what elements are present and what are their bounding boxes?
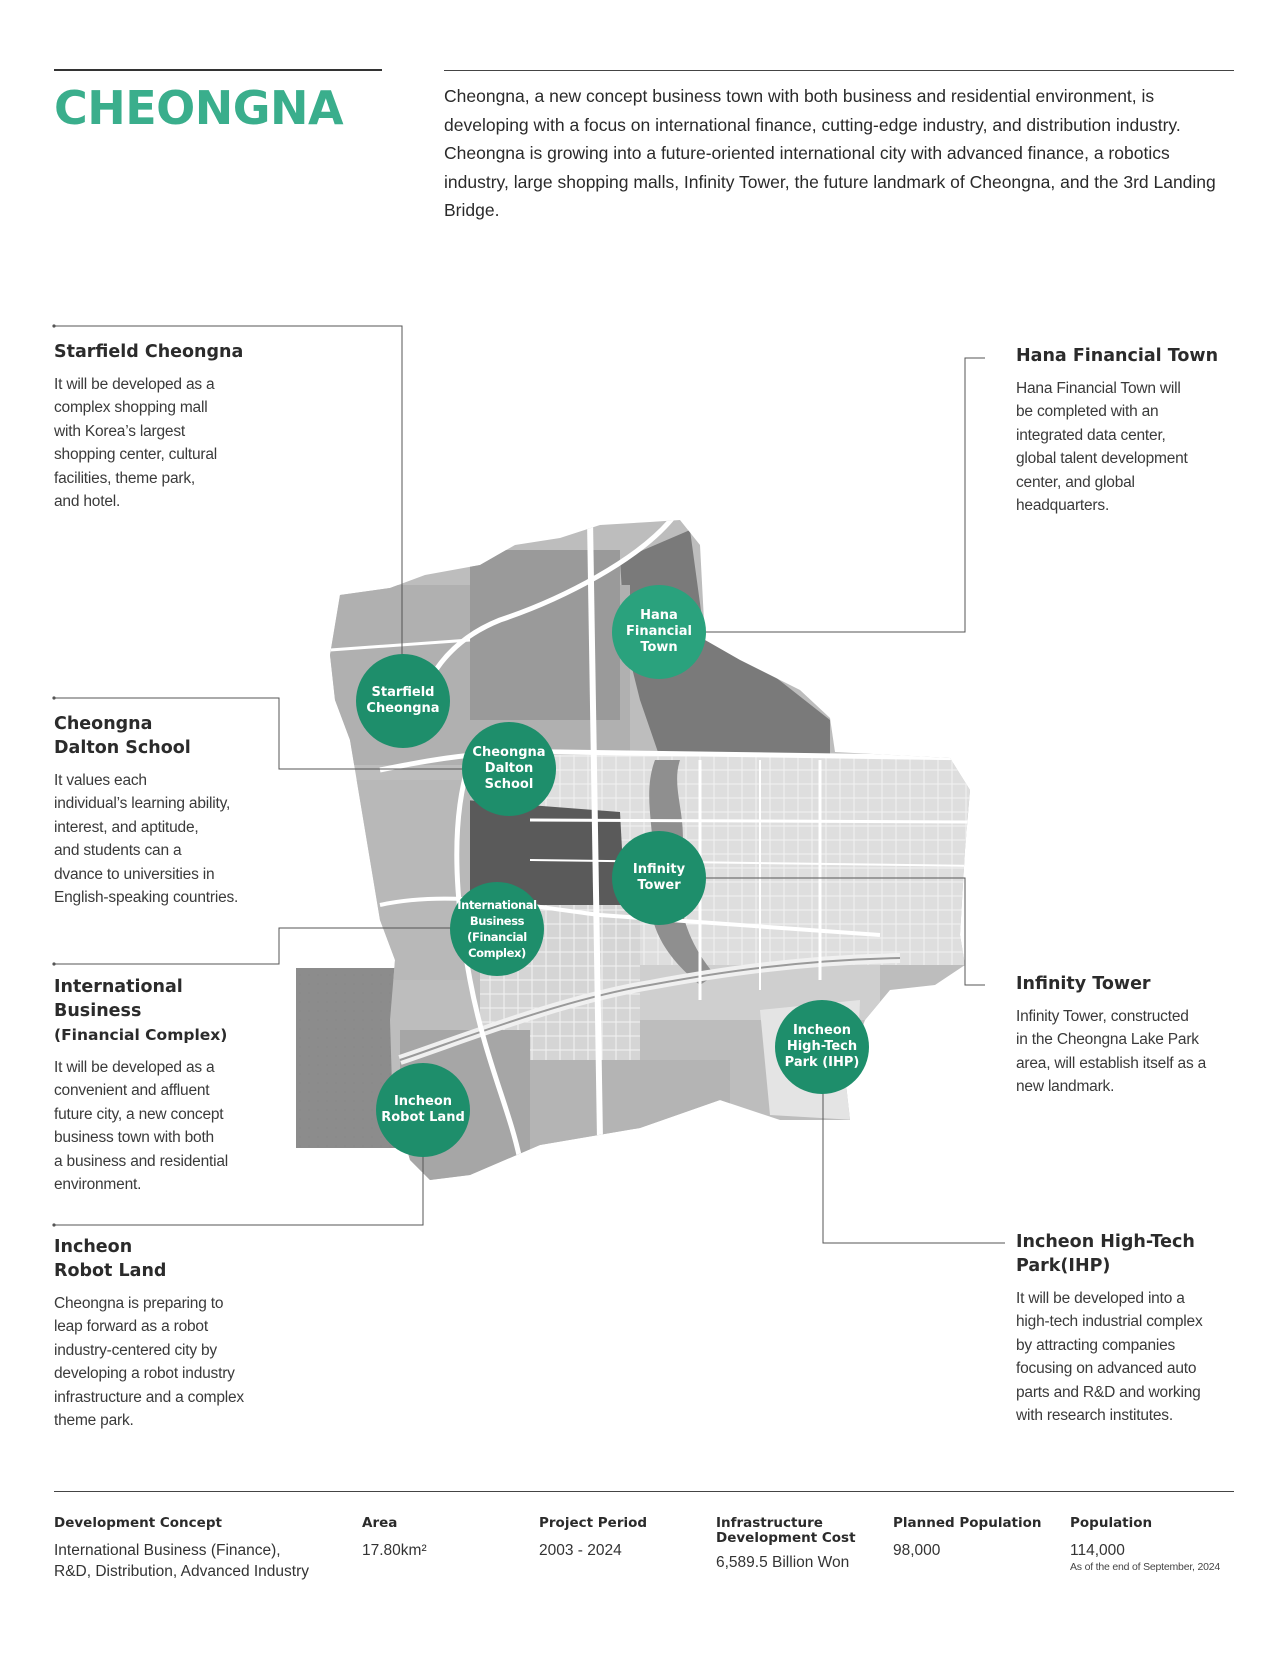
site-ihp: Incheon High-Tech Park(IHP) It will be d… bbox=[1016, 1230, 1246, 1427]
site-description: It will be developed into a high-tech in… bbox=[1016, 1290, 1203, 1425]
leader-dalton bbox=[54, 697, 462, 770]
intro-paragraph: Cheongna, a new concept business town wi… bbox=[444, 86, 1216, 220]
leader-robot-land bbox=[54, 1148, 424, 1226]
marker-intl-business[interactable]: International Business (Financial Comple… bbox=[450, 882, 544, 976]
stat-planned-population: Planned Population 98,000 bbox=[893, 1515, 1042, 1560]
site-hana: Hana Financial Town Hana Financial Town … bbox=[1016, 344, 1236, 517]
site-description: It will be developed as a complex shoppi… bbox=[54, 376, 218, 511]
site-robot-land: Incheon Robot Land Cheongna is preparing… bbox=[54, 1235, 334, 1432]
site-title: Incheon Robot Land bbox=[54, 1237, 167, 1281]
page-title: CHEONGNA bbox=[54, 81, 344, 135]
marker-hana[interactable]: Hana Financial Town bbox=[612, 585, 706, 679]
site-infinity: Infinity Tower Infinity Tower, construct… bbox=[1016, 972, 1236, 1099]
site-title: Hana Financial Town bbox=[1016, 346, 1219, 366]
stat-development-concept: Development Concept International Busine… bbox=[54, 1515, 310, 1581]
site-subtitle: (Financial Complex) bbox=[54, 1026, 228, 1044]
leader-starfield bbox=[54, 325, 403, 655]
site-description: It will be developed as a convenient and… bbox=[54, 1059, 229, 1194]
stat-project-period: Project Period 2003 - 2024 bbox=[539, 1515, 648, 1560]
stat-area: Area 17.80km² bbox=[362, 1515, 427, 1560]
population-note: As of the end of September, 2024 bbox=[1070, 1561, 1221, 1573]
site-intl-business: International Business(Financial Complex… bbox=[54, 975, 314, 1196]
intro-rule bbox=[444, 70, 1234, 71]
stat-infrastructure-cost: Infrastructure Development Cost 6,589.5 … bbox=[716, 1515, 856, 1572]
marker-infinity[interactable]: Infinity Tower bbox=[612, 831, 706, 925]
stat-population: Population 114,000 As of the end of Sept… bbox=[1070, 1515, 1221, 1574]
site-title: International Business(Financial Complex… bbox=[54, 975, 314, 1047]
leader-intl-business bbox=[54, 927, 452, 965]
site-description: Hana Financial Town will be completed wi… bbox=[1016, 380, 1188, 515]
site-title: Cheongna Dalton School bbox=[54, 714, 191, 758]
site-title: Starfield Cheongna bbox=[54, 342, 244, 362]
site-description: It values each individual’s learning abi… bbox=[54, 772, 239, 907]
site-title: Infinity Tower bbox=[1016, 974, 1151, 994]
site-starfield: Starfield Cheongna It will be developed … bbox=[54, 340, 314, 513]
marker-dalton[interactable]: Cheongna Dalton School bbox=[462, 722, 556, 816]
title-rule bbox=[54, 69, 382, 71]
marker-starfield[interactable]: Starfield Cheongna bbox=[356, 654, 450, 748]
site-description: Infinity Tower, constructed in the Cheon… bbox=[1016, 1008, 1207, 1096]
site-description: Cheongna is preparing to leap forward as… bbox=[54, 1295, 244, 1430]
leader-ihp bbox=[822, 1088, 1005, 1244]
site-title: Incheon High-Tech Park(IHP) bbox=[1016, 1232, 1195, 1276]
leader-hana bbox=[704, 357, 985, 633]
lake-park bbox=[649, 760, 715, 985]
marker-ihp[interactable]: Incheon High-Tech Park (IHP) bbox=[775, 1000, 869, 1094]
leader-infinity bbox=[704, 877, 985, 986]
footer-rule bbox=[54, 1491, 1234, 1492]
marker-robot-land[interactable]: Incheon Robot Land bbox=[376, 1063, 470, 1157]
site-dalton: Cheongna Dalton School It values each in… bbox=[54, 712, 314, 909]
